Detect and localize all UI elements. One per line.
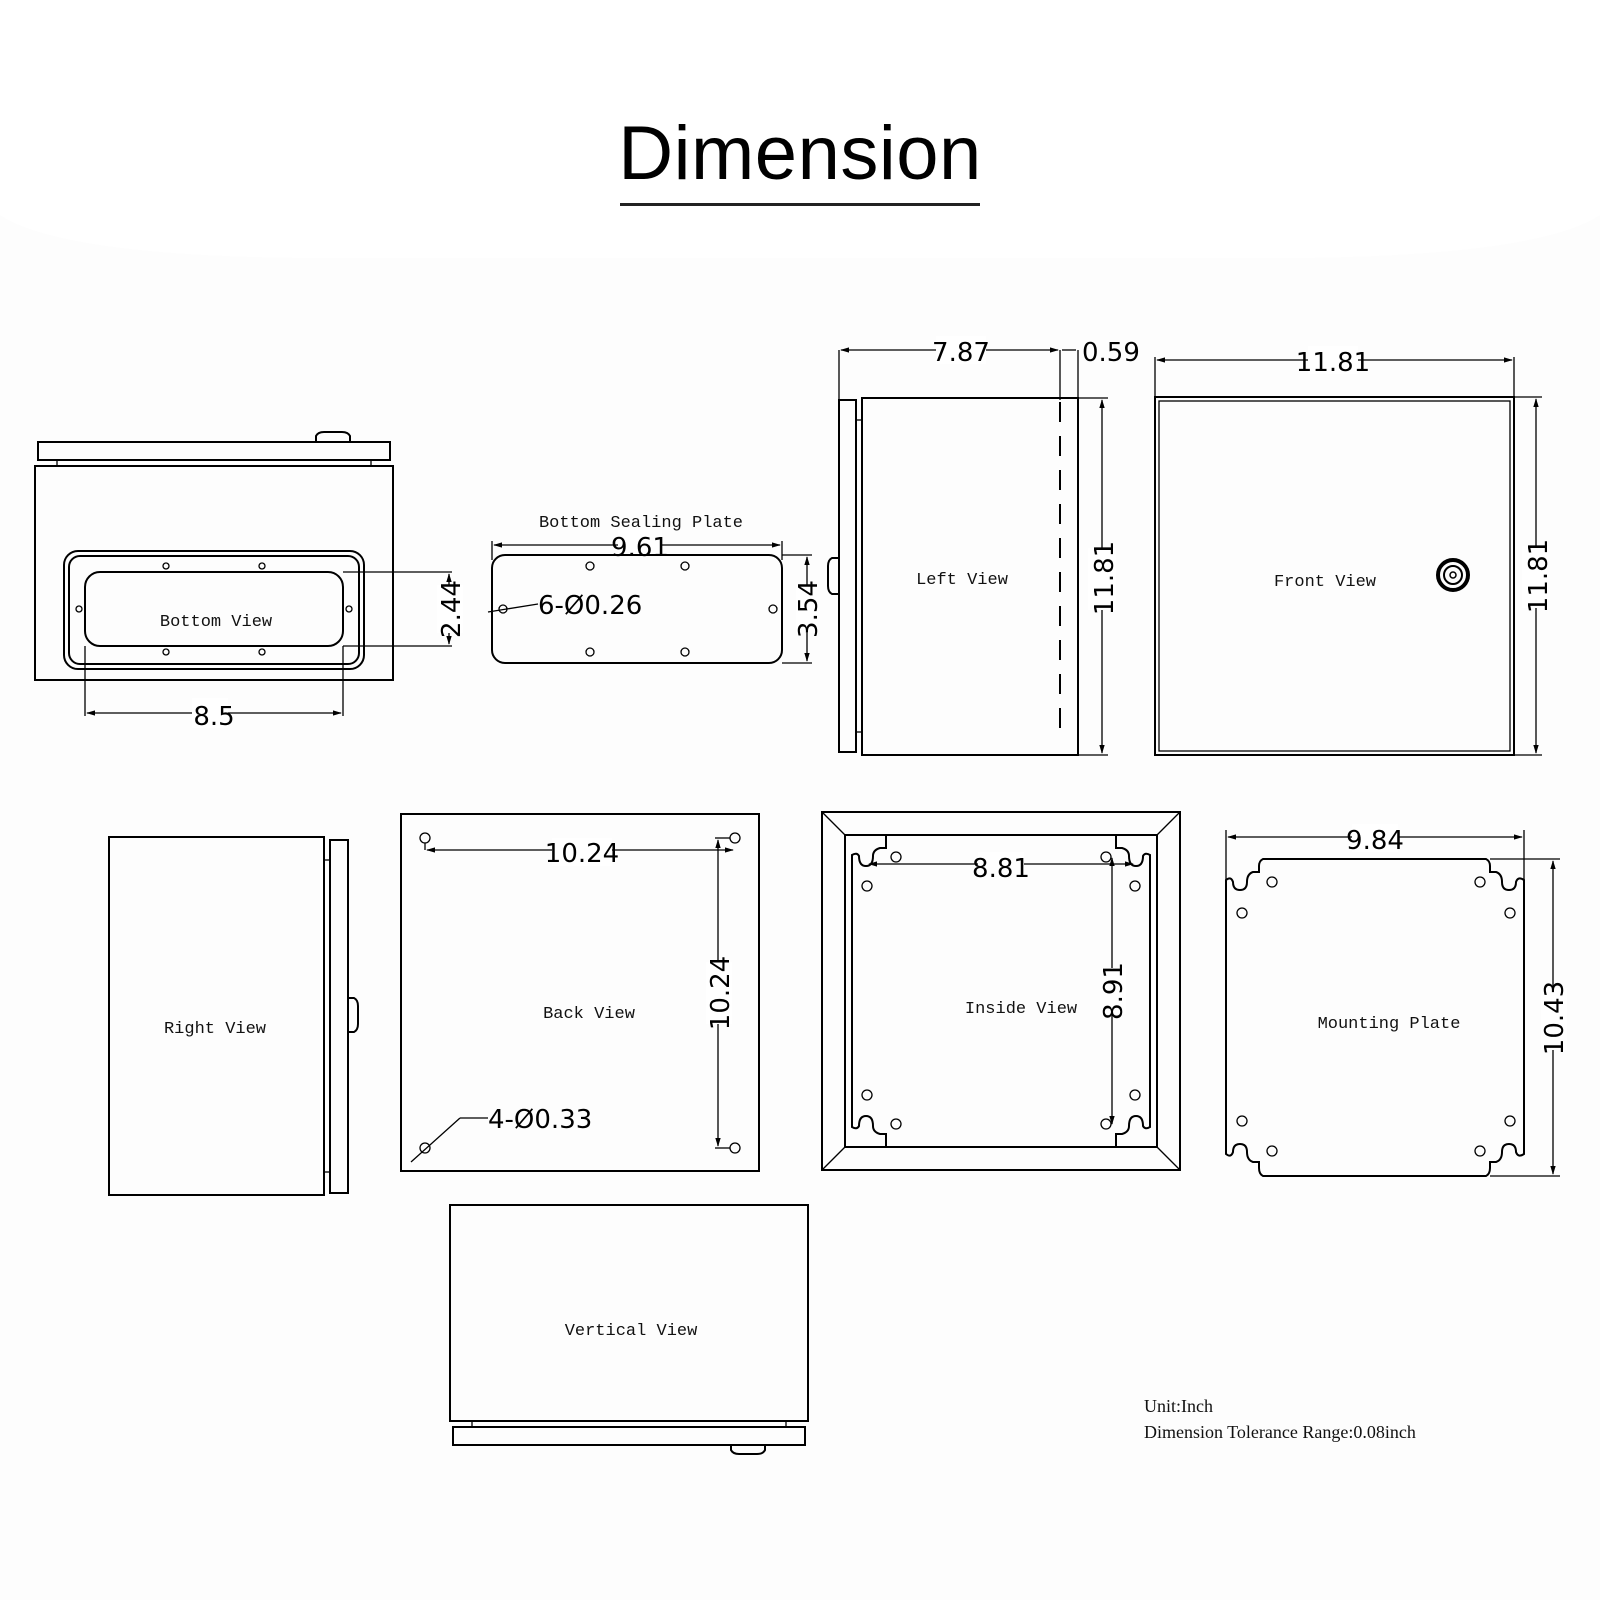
tolerance-note: Dimension Tolerance Range:0.08inch [1144,1422,1416,1442]
vertical-view-label: Vertical View [565,1322,698,1341]
front-view [1154,357,1542,756]
front-view-width-dim: 11.81 [1296,348,1370,378]
mounting-plate [1225,830,1560,1177]
lock-icon [1436,558,1470,592]
right-view [108,836,359,1196]
bottom-sealing-plate-label: Bottom Sealing Plate [539,514,743,533]
right-view-label: Right View [164,1020,267,1039]
bottom-sealing-plate [487,541,812,664]
sealing-plate-width-dim: 9.61 [611,533,669,563]
left-view-label: Left View [916,571,1009,590]
front-view-label: Front View [1274,573,1377,592]
inside-view-width-dim: 8.81 [972,854,1030,884]
bottom-view [34,431,452,716]
unit-note: Unit:Inch [1144,1396,1213,1416]
left-view-height-dim: 11.81 [1090,541,1120,615]
sealing-plate-holes-dim: 6-Ø0.26 [538,591,642,621]
mounting-plate-width-dim: 9.84 [1346,826,1404,856]
bottom-view-label: Bottom View [160,613,273,632]
lock-knob-icon [315,431,351,442]
front-view-height-dim: 11.81 [1524,539,1554,613]
title-underline [620,203,980,206]
vertical-view [449,1204,809,1455]
left-view-depth-dim: 7.87 [932,338,990,368]
lock-knob-icon [827,557,839,595]
inside-view-label: Inside View [965,1000,1078,1019]
left-view-door-dim: 0.59 [1082,338,1140,368]
lock-knob-icon [730,1445,766,1455]
back-view-holes-dim: 4-Ø0.33 [488,1105,592,1135]
lock-knob-icon [348,997,359,1033]
back-view-width-dim: 10.24 [545,839,619,869]
bottom-view-width-dim: 8.5 [193,702,234,732]
inside-view-height-dim: 8.91 [1099,962,1129,1020]
page-title: Dimension [618,111,982,196]
mounting-plate-height-dim: 10.43 [1540,981,1570,1055]
inside-view [821,811,1181,1171]
mounting-plate-label: Mounting Plate [1318,1015,1461,1034]
sealing-plate-height-dim: 3.54 [794,580,824,638]
left-view [827,347,1108,756]
bottom-view-height-dim: 2.44 [437,580,467,638]
back-view-height-dim: 10.24 [706,956,736,1030]
back-view [400,813,760,1172]
back-view-label: Back View [543,1005,636,1024]
